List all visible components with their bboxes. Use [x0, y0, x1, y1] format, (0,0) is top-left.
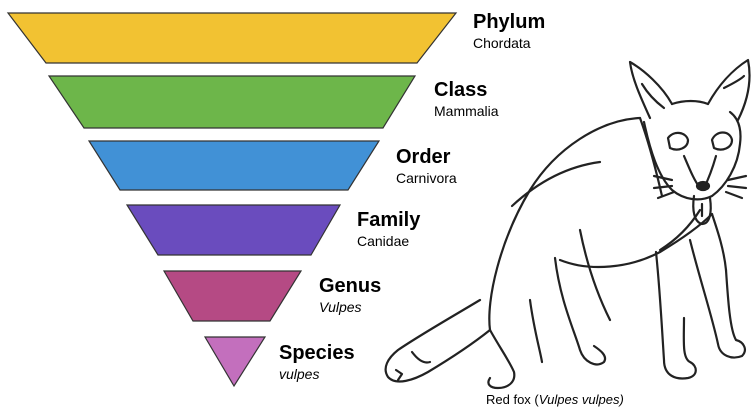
- tier-class: [49, 76, 415, 128]
- tier-order: [89, 141, 379, 190]
- taxon-name: vulpes: [279, 367, 355, 381]
- rank-name: Order: [396, 147, 457, 167]
- tier-phylum: [8, 13, 456, 63]
- rank-species: Species vulpes: [279, 343, 355, 381]
- fox-caption: Red fox (Vulpes vulpes): [486, 392, 624, 407]
- taxon-name: Mammalia: [434, 104, 499, 118]
- taxon-name: Chordata: [473, 36, 545, 50]
- tier-genus: [164, 271, 301, 321]
- taxon-name: Carnivora: [396, 171, 457, 185]
- tier-family: [127, 205, 340, 255]
- rank-phylum: Phylum Chordata: [473, 12, 545, 50]
- rank-name: Class: [434, 80, 499, 100]
- tier-species: [205, 337, 265, 386]
- rank-name: Species: [279, 343, 355, 363]
- rank-class: Class Mammalia: [434, 80, 499, 118]
- rank-genus: Genus Vulpes: [319, 276, 381, 314]
- rank-order: Order Carnivora: [396, 147, 457, 185]
- rank-name: Family: [357, 210, 420, 230]
- caption-scientific-name: Vulpes vulpes): [539, 392, 624, 407]
- rank-name: Phylum: [473, 12, 545, 32]
- taxon-name: Vulpes: [319, 300, 381, 314]
- rank-name: Genus: [319, 276, 381, 296]
- taxon-name: Canidae: [357, 234, 420, 248]
- caption-prefix: Red fox (: [486, 392, 539, 407]
- rank-family: Family Canidae: [357, 210, 420, 248]
